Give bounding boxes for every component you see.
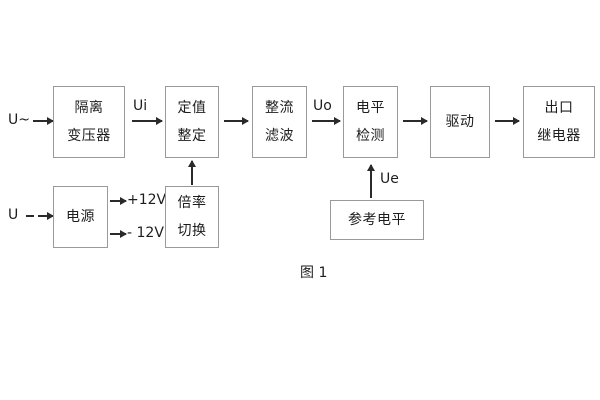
block-power-supply: 电源 [53, 186, 108, 248]
block-reference-level: 参考电平 [330, 200, 424, 240]
arrow-power-supply-neg12 [110, 233, 126, 235]
block-output-relay-line-1: 出口 [544, 100, 574, 116]
block-rectify-filter-line-2: 滤波 [265, 128, 294, 144]
block-isolation-transformer-line-1: 隔离 [74, 100, 104, 116]
arrow-setting-value-to-rectify-filter [224, 120, 248, 122]
rail-label-neg12: - 12V [127, 225, 164, 241]
arrow-reference-level-to-level-detection [370, 165, 372, 198]
block-rectify-filter-line-1: 整流 [265, 100, 294, 116]
arrow-ratio-switch-to-setting-value [191, 161, 193, 185]
block-setting-value-line-1: 定值 [177, 100, 207, 116]
signal-label-ue: Ue [380, 171, 399, 187]
block-power-supply-line-1: 电源 [66, 209, 95, 225]
block-ratio-switch-line-1: 倍率 [177, 195, 207, 211]
block-level-detection-line-2: 检测 [356, 128, 385, 144]
block-isolation-transformer-line-2: 变压器 [67, 128, 111, 144]
block-level-detection-line-1: 电平 [356, 100, 385, 116]
block-output-relay: 出口 继电器 [523, 86, 595, 158]
block-setting-value-line-2: 整定 [177, 128, 207, 144]
input-label-u-dc: U [8, 207, 19, 223]
arrow-power-supply-pos12 [110, 200, 126, 202]
block-level-detection: 电平 检测 [343, 86, 398, 158]
block-setting-value: 定值 整定 [165, 86, 219, 158]
input-label-u-ac: U~ [8, 112, 30, 128]
block-isolation-transformer: 隔离 变压器 [53, 86, 125, 158]
arrow-drive-to-output-relay [495, 120, 519, 122]
arrow-isolation-transformer-to-setting-value [132, 120, 162, 122]
rail-label-pos12: +12V [127, 192, 167, 208]
figure-caption: 图 1 [300, 265, 328, 281]
dash-segment-u-dc [26, 215, 34, 217]
block-reference-level-line-1: 参考电平 [348, 212, 406, 228]
block-drive-line-1: 驱动 [445, 114, 475, 130]
block-drive: 驱动 [430, 86, 490, 158]
arrow-level-detection-to-drive [403, 120, 427, 122]
arrow-rectify-filter-to-level-detection [312, 120, 340, 122]
block-rectify-filter: 整流 滤波 [252, 86, 307, 158]
signal-label-ui: Ui [133, 98, 148, 114]
block-output-relay-line-2: 继电器 [537, 128, 581, 144]
arrow-u-dc-to-power-supply [38, 215, 53, 217]
block-ratio-switch-line-2: 切换 [177, 223, 207, 239]
block-ratio-switch: 倍率 切换 [165, 186, 219, 248]
signal-label-uo: Uo [313, 98, 332, 114]
arrow-u-ac-to-isolation-transformer [33, 120, 53, 122]
